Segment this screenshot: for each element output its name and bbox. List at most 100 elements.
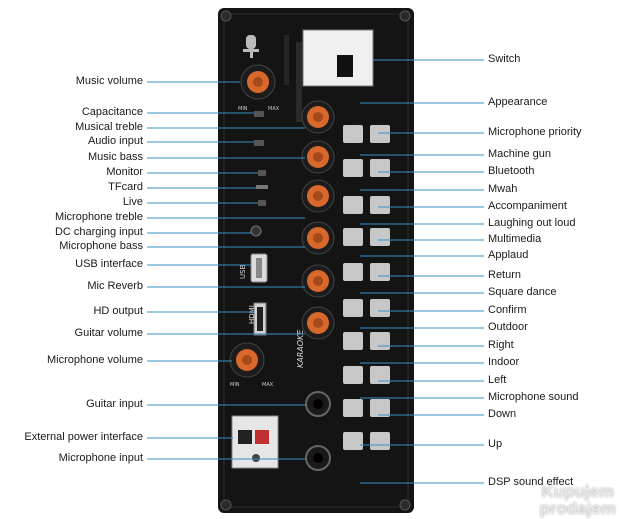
callout-right-16: Indoor bbox=[488, 356, 520, 368]
microphone-input-jack[interactable] bbox=[305, 445, 331, 471]
screw-top-right bbox=[399, 10, 411, 22]
callout-left-9: Microphone treble bbox=[54, 211, 143, 223]
watermark-line-2: prodajem bbox=[539, 499, 616, 518]
microphone-volume-knob[interactable] bbox=[229, 342, 265, 378]
key-button-5-left[interactable] bbox=[343, 263, 363, 281]
callout-left-14: HD output bbox=[93, 305, 143, 317]
callout-right-8: Laughing out loud bbox=[488, 217, 576, 229]
panel-inner-frame bbox=[223, 13, 409, 508]
callout-right-18: Microphone sound bbox=[488, 391, 579, 403]
callout-left-12: USB interface bbox=[75, 258, 143, 270]
power-switch-rocker[interactable] bbox=[337, 55, 353, 77]
dc-charging-jack[interactable] bbox=[250, 225, 262, 237]
callout-left-11: Microphone bass bbox=[59, 240, 143, 252]
callout-right-5: Bluetooth bbox=[488, 165, 535, 177]
callout-right-17: Left bbox=[488, 374, 507, 386]
eq-knob-column bbox=[301, 100, 335, 340]
hdmi-port-inner bbox=[257, 307, 263, 331]
eq-knob-2[interactable] bbox=[301, 140, 335, 174]
panel-body bbox=[218, 8, 414, 513]
callout-right-14: Outdoor bbox=[488, 321, 528, 333]
capacitance-switch[interactable] bbox=[254, 111, 264, 117]
callout-right-15: Right bbox=[488, 339, 514, 351]
callout-left-15: Guitar volume bbox=[74, 327, 143, 339]
callout-left-6: Monitor bbox=[106, 166, 143, 178]
panel-slot-1 bbox=[284, 35, 289, 85]
key-button-10-left[interactable] bbox=[343, 432, 363, 450]
key-button-3-right[interactable] bbox=[370, 196, 390, 214]
key-button-1-left[interactable] bbox=[343, 125, 363, 143]
key-button-4-left[interactable] bbox=[343, 228, 363, 246]
callout-right-12: Square dance bbox=[488, 286, 557, 298]
key-button-5-right[interactable] bbox=[370, 263, 390, 281]
external-power-terminal-black[interactable] bbox=[238, 430, 252, 444]
hdmi-label: HDMI bbox=[248, 305, 256, 324]
eq-knob-1[interactable] bbox=[301, 100, 335, 134]
callout-left-3: Musical treble bbox=[75, 121, 143, 133]
callout-right-10: Applaud bbox=[488, 249, 529, 261]
callout-left-8: Live bbox=[122, 196, 143, 208]
key-button-2-left[interactable] bbox=[343, 159, 363, 177]
callout-left-17: Guitar input bbox=[86, 398, 143, 410]
screw-bottom-left bbox=[220, 499, 232, 511]
max-label-top: MAX bbox=[268, 106, 280, 112]
callout-right-3: Microphone priority bbox=[488, 126, 582, 138]
key-button-1-right[interactable] bbox=[370, 125, 390, 143]
power-switch-bar bbox=[296, 42, 302, 122]
callout-right-21: DSP sound effect bbox=[488, 476, 574, 488]
callout-left-10: DC charging input bbox=[54, 226, 143, 238]
callout-left-2: Capacitance bbox=[81, 106, 143, 118]
leader-lines-right bbox=[360, 59, 484, 484]
eq-knob-3[interactable] bbox=[301, 179, 335, 213]
key-button-9-left[interactable] bbox=[343, 399, 363, 417]
eq-knob-4[interactable] bbox=[301, 221, 335, 255]
callout-left-4: Audio input bbox=[87, 135, 143, 147]
callout-right-2: Appearance bbox=[488, 96, 548, 108]
eq-knob-5[interactable] bbox=[301, 264, 335, 298]
key-button-7-left[interactable] bbox=[343, 332, 363, 350]
audio-input-jack[interactable] bbox=[254, 140, 264, 146]
monitor-switch[interactable] bbox=[258, 170, 266, 176]
key-button-10-right[interactable] bbox=[370, 432, 390, 450]
screw-bottom-right bbox=[399, 499, 411, 511]
watermark: Kupujem prodajem bbox=[539, 483, 616, 517]
min-label-bottom: MIN bbox=[230, 382, 240, 388]
callout-right-20: Up bbox=[488, 438, 503, 450]
key-button-6-right[interactable] bbox=[370, 299, 390, 317]
live-switch[interactable] bbox=[258, 200, 266, 206]
screw-top-left bbox=[220, 10, 232, 22]
key-button-grid bbox=[343, 125, 390, 450]
callout-left-13: Mic Reverb bbox=[87, 280, 143, 292]
music-volume-knob[interactable] bbox=[240, 64, 276, 100]
key-button-9-right[interactable] bbox=[370, 399, 390, 417]
guitar-input-jack[interactable] bbox=[305, 391, 331, 417]
callout-right-11: Return bbox=[488, 269, 522, 281]
usb-port-tongue bbox=[256, 258, 262, 278]
callout-left-7: TFcard bbox=[108, 181, 143, 193]
karaoke-logo: KARAOKE bbox=[296, 329, 305, 368]
tfcard-slot[interactable] bbox=[256, 185, 268, 189]
external-power-screw bbox=[252, 454, 260, 462]
leader-lines-left bbox=[147, 81, 306, 460]
max-label-bottom: MAX bbox=[262, 382, 274, 388]
key-button-8-right[interactable] bbox=[370, 366, 390, 384]
key-button-2-right[interactable] bbox=[370, 159, 390, 177]
eq-knob-6[interactable] bbox=[301, 306, 335, 340]
key-button-6-left[interactable] bbox=[343, 299, 363, 317]
callout-right-19: Down bbox=[488, 408, 517, 420]
callout-right-7: Accompaniment bbox=[488, 200, 567, 212]
key-button-4-right[interactable] bbox=[370, 228, 390, 246]
callout-left-5: Music bass bbox=[87, 151, 143, 163]
external-power-terminal-red[interactable] bbox=[255, 430, 269, 444]
key-button-8-left[interactable] bbox=[343, 366, 363, 384]
min-label-top: MIN bbox=[238, 106, 248, 112]
callout-left-16: Microphone volume bbox=[47, 354, 143, 366]
callout-right-9: Multimedia bbox=[488, 233, 542, 245]
key-button-3-left[interactable] bbox=[343, 196, 363, 214]
watermark-line-1: Kupujem bbox=[541, 482, 615, 501]
key-button-7-right[interactable] bbox=[370, 332, 390, 350]
usb-label: USB bbox=[239, 264, 247, 279]
callout-right-6: Mwah bbox=[488, 183, 518, 195]
